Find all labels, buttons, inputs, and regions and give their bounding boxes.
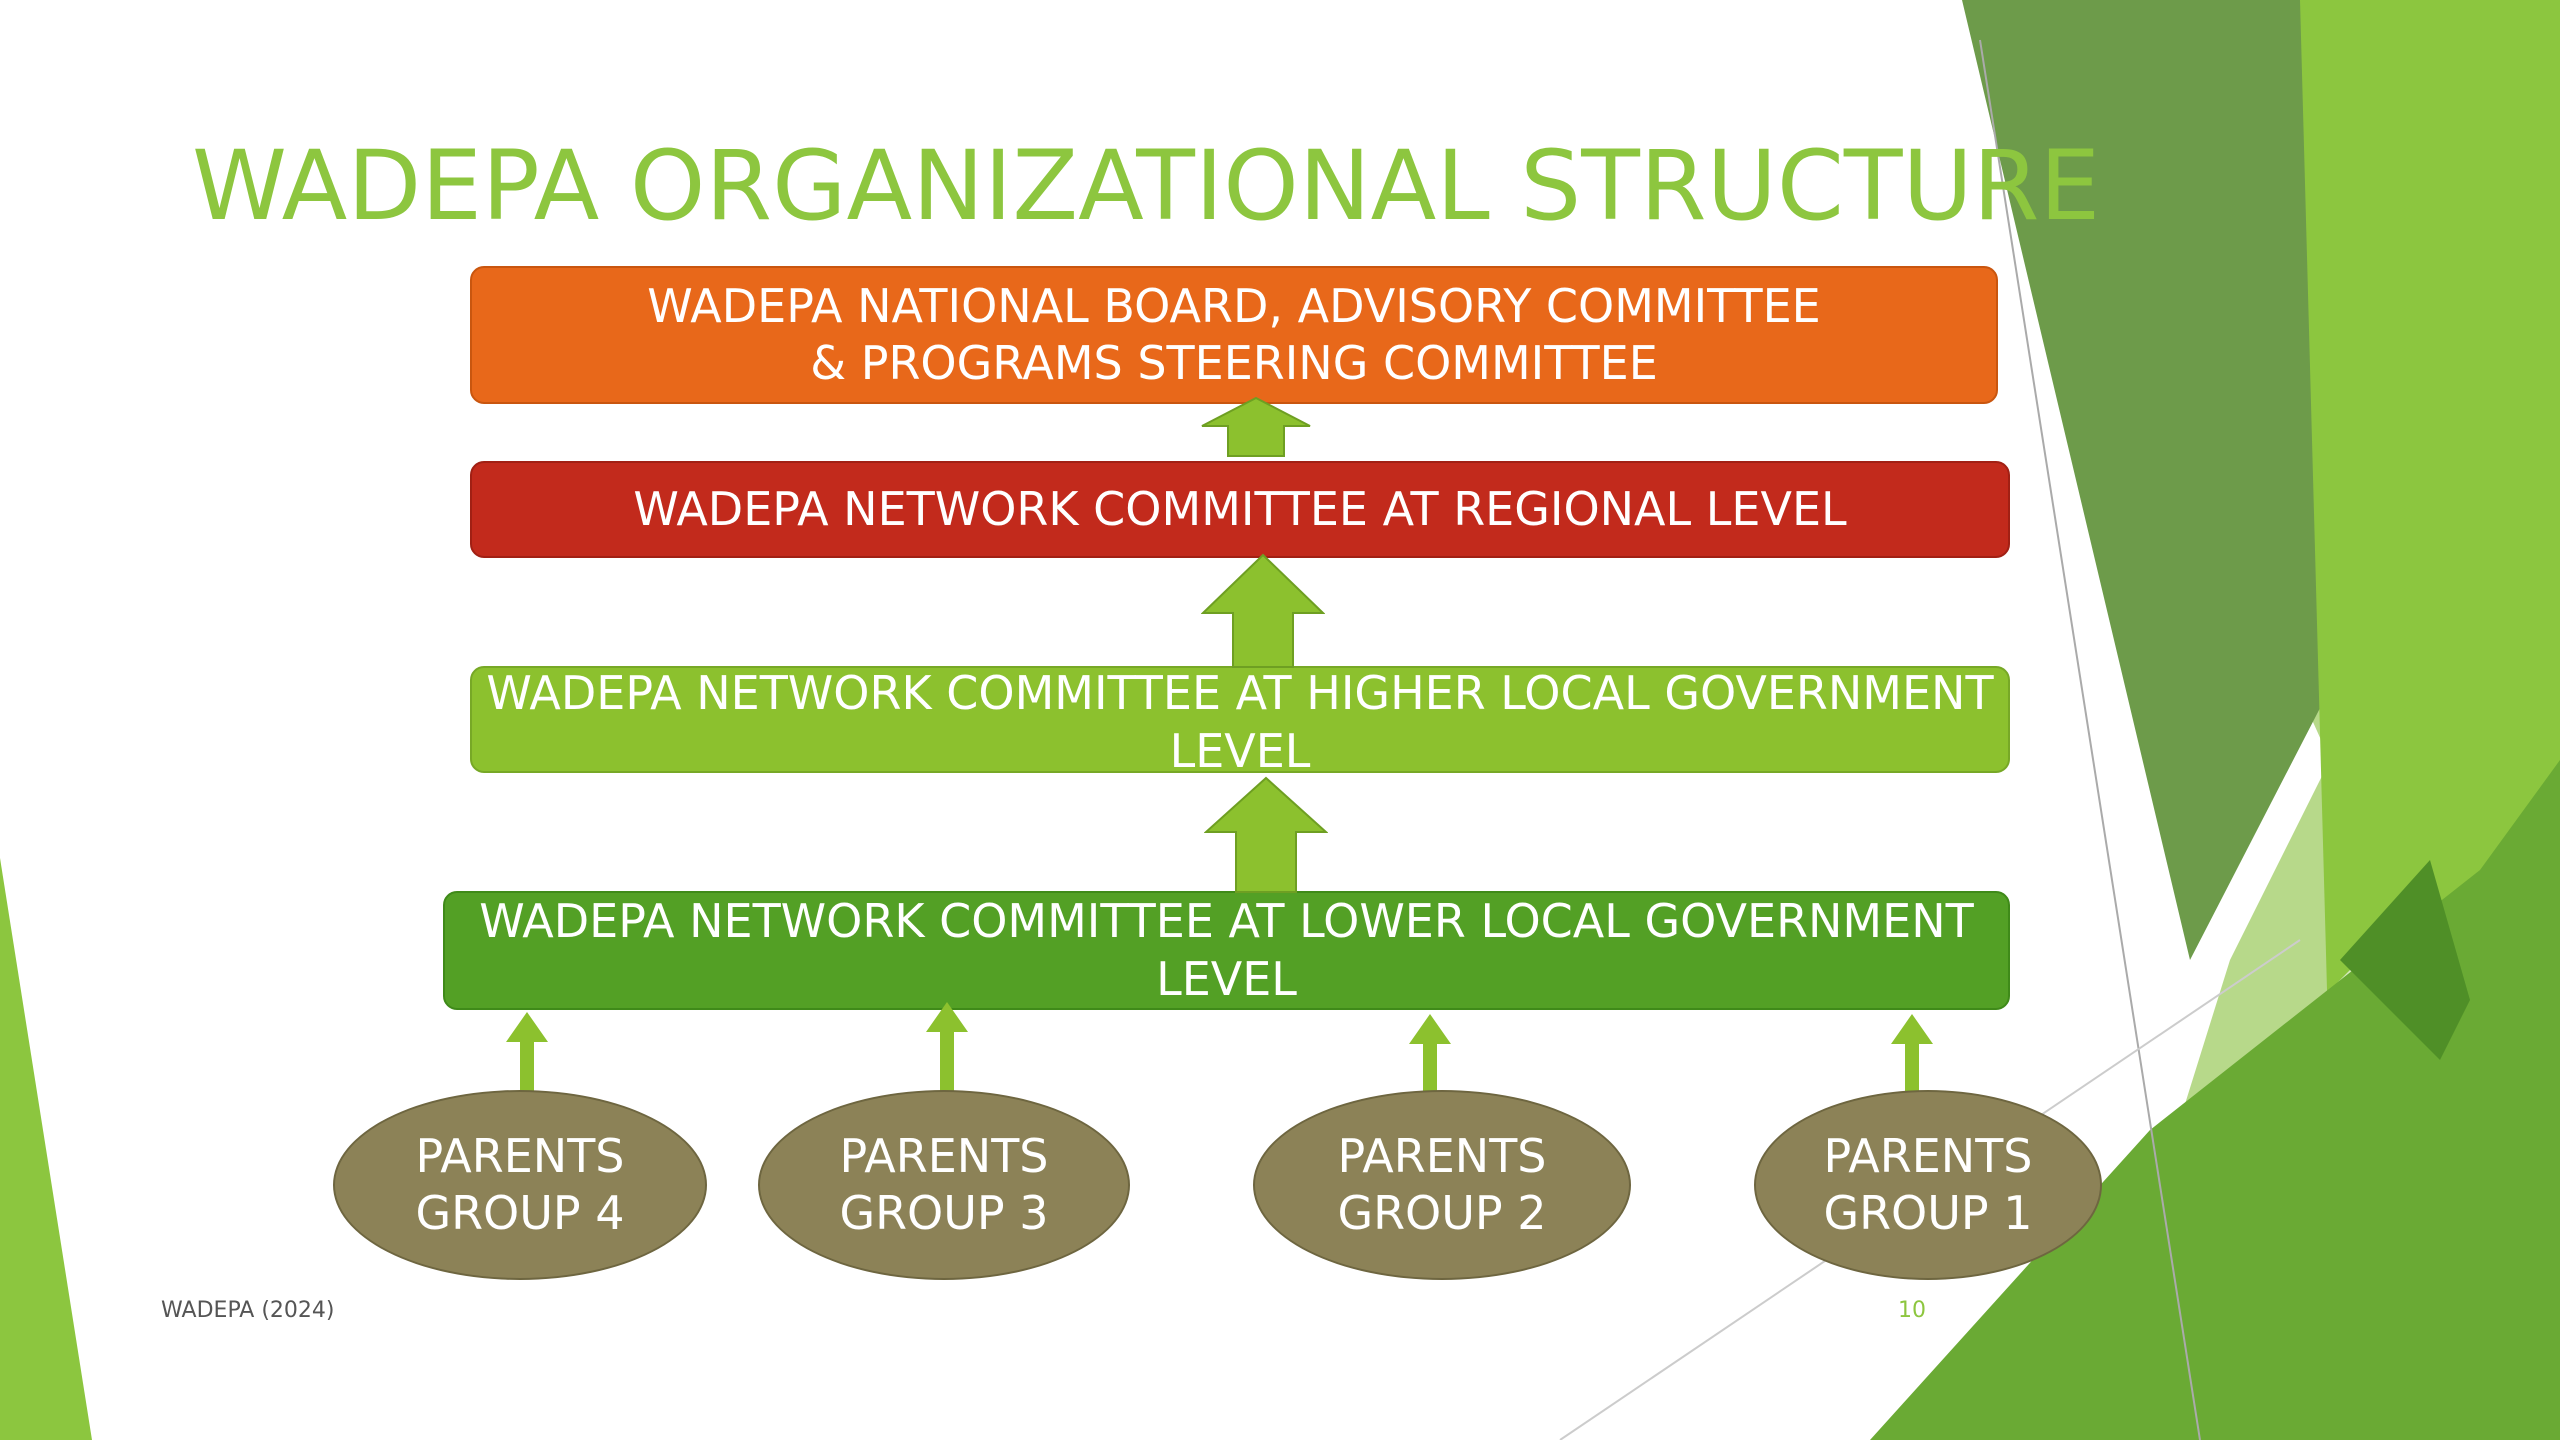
- up-arrow-group-2: [1409, 1014, 1451, 1094]
- lower-local-committee-box: WADEPA NETWORK COMMITTEE AT LOWER LOCAL …: [443, 891, 2010, 1010]
- slide-number: 10: [1898, 1298, 1926, 1323]
- higher-local-committee-box: WADEPA NETWORK COMMITTEE AT HIGHER LOCAL…: [470, 666, 2010, 778]
- up-arrow-lower-to-higher: [1204, 776, 1328, 893]
- up-arrow-regional-to-national: [1201, 396, 1311, 457]
- up-arrow-group-3: [926, 1002, 968, 1094]
- right-mid-green-shape: [1870, 760, 2560, 1440]
- footer-source: WADEPA (2024): [161, 1298, 335, 1323]
- slide-title: WADEPA ORGANIZATIONAL STRUCTURE: [192, 130, 2101, 242]
- up-arrow-group-1: [1891, 1014, 1933, 1094]
- up-arrow-higher-to-regional: [1201, 553, 1325, 668]
- national-board-box: WADEPA NATIONAL BOARD, ADVISORY COMMITTE…: [470, 266, 1998, 404]
- right-accent-shape: [2340, 860, 2470, 1060]
- parents-group-2-oval: PARENTS GROUP 2: [1253, 1090, 1631, 1280]
- thin-line-1: [1979, 39, 2201, 1440]
- regional-committee-box: WADEPA NETWORK COMMITTEE AT REGIONAL LEV…: [470, 461, 2010, 558]
- parents-group-1-oval: PARENTS GROUP 1: [1754, 1090, 2102, 1280]
- parents-group-3-oval: PARENTS GROUP 3: [758, 1090, 1130, 1280]
- up-arrow-group-4: [506, 1012, 548, 1094]
- parents-group-4-oval: PARENTS GROUP 4: [333, 1090, 707, 1280]
- left-green-shape: [0, 858, 92, 1440]
- right-dark-green-shape: [1962, 0, 2400, 960]
